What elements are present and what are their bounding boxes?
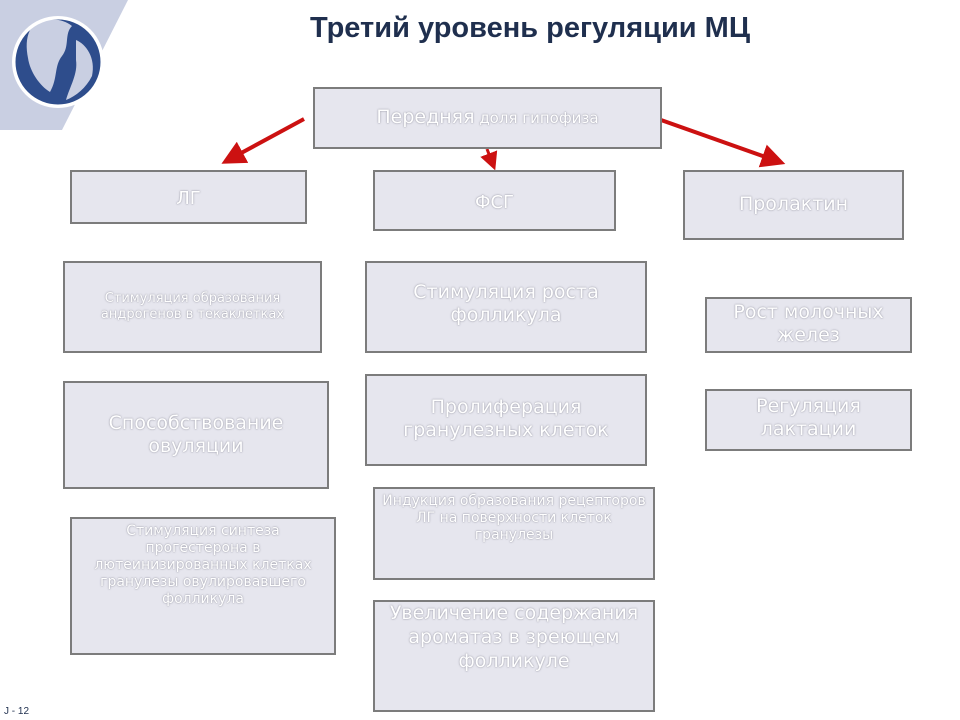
prolactin-effect-text-2: Регуляция лактации — [756, 395, 861, 441]
root-box-anterior-pituitary: Передняя доля гипофиза — [313, 87, 662, 149]
arrow-to-fsg — [480, 148, 498, 171]
lg-effect-box-2: Способствование овуляции — [63, 381, 329, 489]
fsg-effect-box-2: Пролиферация гранулезных клеток — [365, 374, 647, 466]
fsg-effect-text-2: Пролиферация гранулезных клеток — [403, 396, 609, 442]
slide-number: J - 12 — [4, 706, 30, 717]
hormone-box-lg: ЛГ — [70, 170, 307, 224]
hormone-box-prolactin: Пролактин — [683, 170, 904, 240]
hormone-label-lg: ЛГ — [176, 188, 201, 209]
fsg-effect-text-4: Увеличение содержания ароматаз в зреющем… — [389, 602, 639, 672]
fsg-effect-text-3: Индукция образования рецепторов ЛГ на по… — [382, 493, 646, 544]
hormone-label-prolactin: Пролактин — [738, 193, 849, 216]
root-label-part1: Передняя — [376, 106, 475, 129]
fsg-effect-box-1: Стимуляция роста фолликула — [365, 261, 647, 353]
prolactin-effect-box-1: Рост молочных желез — [705, 297, 912, 353]
hormone-box-fsg: ФСГ — [373, 170, 616, 231]
prolactin-effect-text-1: Рост молочных желез — [733, 301, 884, 347]
prolactin-effect-box-2: Регуляция лактации — [705, 389, 912, 451]
lg-effect-box-3: Стимуляция синтеза прогестерона в лютеин… — [70, 517, 336, 655]
fsg-effect-box-3: Индукция образования рецепторов ЛГ на по… — [373, 487, 655, 580]
lg-effect-text-2: Способствование овуляции — [108, 411, 284, 457]
arrow-to-lg — [221, 117, 305, 164]
lg-effect-text-3: Стимуляция синтеза прогестерона в лютеин… — [94, 523, 312, 608]
root-label-part2: доля гипофиза — [474, 109, 599, 128]
lg-effect-text-1: Стимуляция образования андрогенов в тека… — [100, 291, 285, 322]
lg-effect-box-1: Стимуляция образования андрогенов в тека… — [63, 261, 322, 353]
fsg-effect-box-4: Увеличение содержания ароматаз в зреющем… — [373, 600, 655, 712]
hormone-label-fsg: ФСГ — [474, 192, 515, 213]
fsg-effect-text-1: Стимуляция роста фолликула — [413, 281, 599, 327]
arrow-to-prolactin — [660, 118, 786, 168]
globe-logo-icon — [0, 0, 128, 130]
slide-title: Третий уровень регуляции МЦ — [309, 12, 751, 44]
